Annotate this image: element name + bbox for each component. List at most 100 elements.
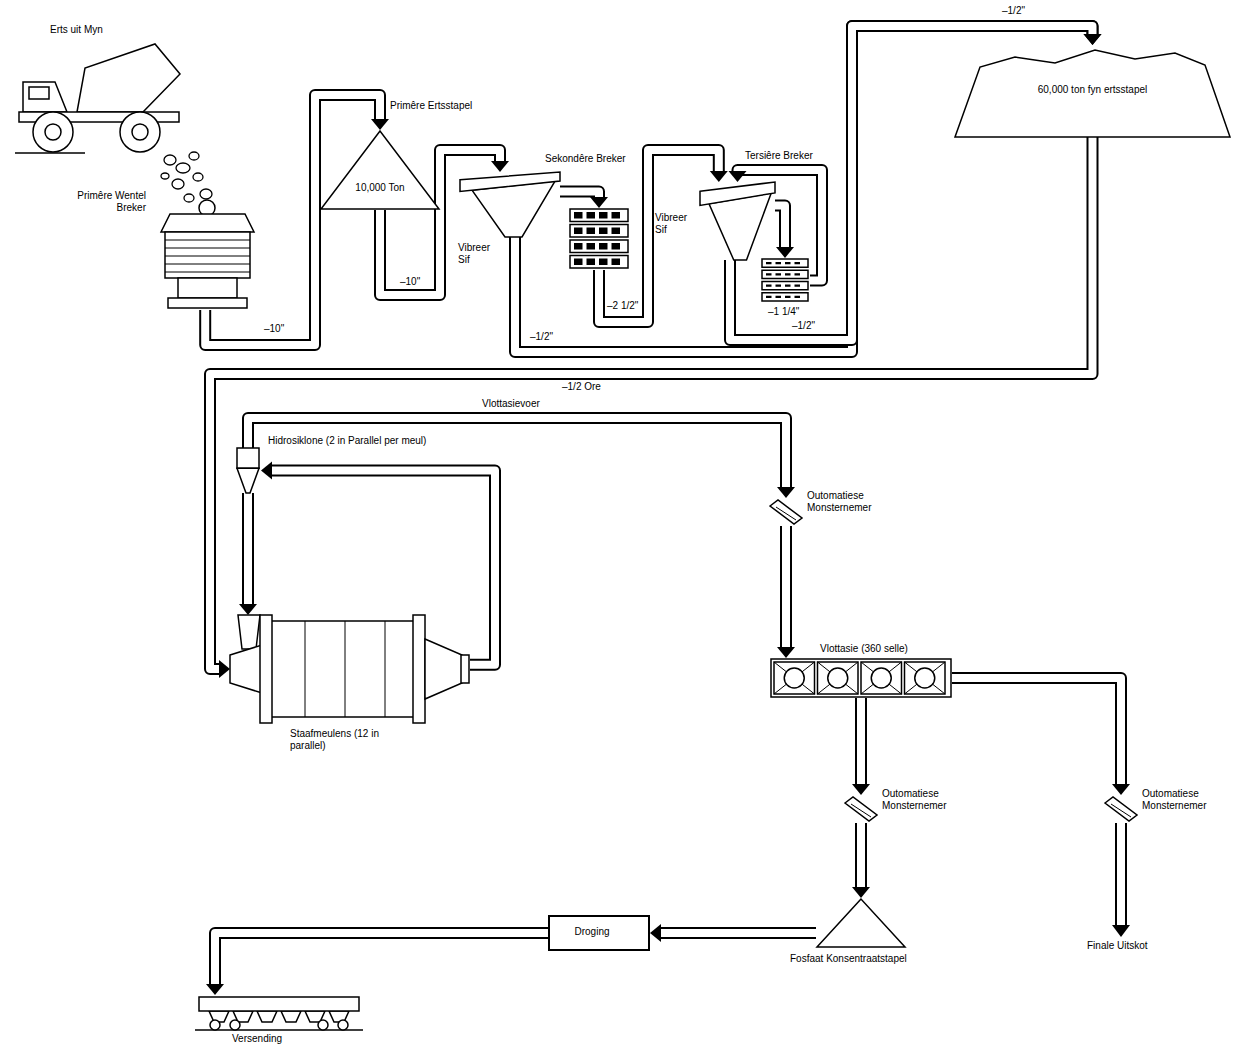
equipment-label: Tersiêre Breker bbox=[745, 150, 835, 162]
feed-chute bbox=[238, 615, 260, 649]
car-wheel bbox=[230, 1020, 240, 1030]
conveyor-inner bbox=[210, 137, 1093, 669]
crusher-cell bbox=[785, 285, 791, 287]
crusher-cell bbox=[795, 285, 801, 287]
crusher-body bbox=[165, 232, 250, 278]
conveyor-outline bbox=[952, 678, 1121, 785]
size-label: –1/2 Ore bbox=[560, 381, 603, 393]
arrow-head bbox=[852, 784, 870, 795]
equipment-label: Erts uit Myn bbox=[50, 24, 140, 36]
crusher-cell bbox=[766, 296, 772, 298]
cyclone-barrel bbox=[237, 448, 259, 468]
discharge-cone bbox=[425, 639, 462, 699]
flotation-cell bbox=[818, 662, 859, 694]
truck-cab bbox=[23, 82, 67, 112]
size-label: –10" bbox=[398, 276, 422, 288]
arrow-head bbox=[729, 171, 747, 182]
cyclone-cone bbox=[237, 468, 259, 493]
equipment-label: Droging bbox=[548, 926, 636, 938]
hydrocyclone-drawing bbox=[235, 448, 261, 493]
mill-ring bbox=[305, 621, 306, 717]
equipment-label: Sekondêre Breker bbox=[545, 153, 640, 165]
arrow-head bbox=[590, 197, 608, 208]
crusher-deck bbox=[570, 256, 628, 269]
crusher-cell bbox=[587, 212, 596, 219]
secondary-crusher-drawing bbox=[568, 208, 630, 270]
conveyor-outline bbox=[660, 927, 816, 939]
stockpile-outline bbox=[817, 899, 905, 947]
gyratory-crusher-drawing bbox=[150, 200, 265, 310]
crusher-deck bbox=[762, 259, 808, 267]
crusher-hopper bbox=[161, 214, 254, 232]
tertiary-crusher: Tersiêre Breker bbox=[760, 258, 810, 303]
crusher-cell bbox=[776, 273, 782, 275]
crusher-cell bbox=[776, 296, 782, 298]
secondary-crusher: Sekondêre Breker bbox=[568, 208, 630, 270]
arrow-head bbox=[206, 984, 224, 995]
discharge-spout bbox=[461, 655, 469, 683]
crusher-cell bbox=[612, 259, 621, 266]
size-label: –1 1/4" bbox=[766, 306, 801, 318]
conveyor-inner bbox=[857, 823, 865, 888]
sampler-body bbox=[1105, 797, 1137, 821]
size-label: –1/2" bbox=[790, 320, 817, 332]
equipment-label: Outomatiese Monsternemer bbox=[807, 490, 892, 514]
conveyor-connector bbox=[775, 205, 794, 258]
crusher-rib bbox=[165, 248, 250, 249]
crusher-deck bbox=[570, 240, 628, 253]
crusher-cell bbox=[599, 212, 608, 219]
arrow-head bbox=[776, 247, 794, 258]
flotation-cell bbox=[774, 662, 815, 694]
flow-label: –1/2" bbox=[1000, 5, 1027, 17]
sampler-slot bbox=[776, 507, 796, 520]
crusher-deck bbox=[762, 282, 808, 290]
equipment-label: Fosfaat Konsentraatstapel bbox=[790, 953, 940, 965]
automatic-sampler-drawing bbox=[1105, 795, 1137, 823]
arrow-head bbox=[777, 487, 795, 498]
tailings-conveyor bbox=[1112, 823, 1130, 937]
feed-cone bbox=[230, 645, 262, 693]
conveyor-outline bbox=[775, 205, 785, 248]
fine-ore-stockpile bbox=[955, 50, 1230, 137]
car-wheel bbox=[338, 1020, 348, 1030]
equipment-label: Staafmeulens (12 in parallel) bbox=[290, 728, 385, 752]
crusher-lower bbox=[178, 278, 237, 298]
cell-diagonal bbox=[774, 662, 815, 694]
flotation-bank: Vlottasie (360 selle) bbox=[770, 658, 952, 698]
crusher-cell bbox=[785, 262, 791, 264]
crusher-cell bbox=[785, 296, 791, 298]
automatic-sampler-drawing bbox=[770, 498, 802, 526]
sampler-body bbox=[845, 797, 877, 821]
rail-car-drawing bbox=[195, 995, 363, 1031]
size-label: –2 1/2" bbox=[605, 300, 640, 312]
conveyor-connector bbox=[239, 493, 257, 615]
equipment-label: Primêre Wentel Breker bbox=[70, 190, 146, 214]
car-hopper bbox=[281, 1011, 301, 1022]
conveyor-outline bbox=[248, 418, 786, 488]
equipment-label: Hidrosiklone (2 in Parallel per meul) bbox=[268, 435, 528, 447]
haul-truck: Erts uit Myn bbox=[15, 40, 185, 155]
cell-diagonal bbox=[774, 662, 815, 694]
stockpile-outline bbox=[321, 131, 439, 209]
equipment-label: Vlottasie (360 selle) bbox=[820, 643, 970, 655]
conveyor-inner bbox=[782, 526, 790, 648]
cell-impeller bbox=[828, 668, 848, 688]
automatic-sampler-drawing bbox=[845, 795, 877, 823]
fine-ore-stockpile: 60,000 ton fyn ertsstapel bbox=[955, 45, 1230, 137]
haul-truck-drawing bbox=[15, 40, 185, 155]
cell-diagonal bbox=[818, 662, 859, 694]
conveyor-inner bbox=[248, 418, 786, 488]
car-body bbox=[199, 997, 359, 1011]
mill-ring bbox=[385, 621, 386, 717]
sampler-slot bbox=[1111, 804, 1131, 817]
crusher-rib bbox=[165, 256, 250, 257]
crusher-cell bbox=[587, 228, 596, 235]
crusher-cell bbox=[776, 285, 782, 287]
cell-impeller bbox=[784, 668, 804, 688]
size-label: –10" bbox=[262, 323, 286, 335]
crusher-deck bbox=[762, 293, 808, 301]
size-label: –1/2" bbox=[528, 331, 555, 343]
conveyor-inner bbox=[660, 929, 816, 937]
equipment-label: Vibreer Sif bbox=[655, 212, 699, 236]
